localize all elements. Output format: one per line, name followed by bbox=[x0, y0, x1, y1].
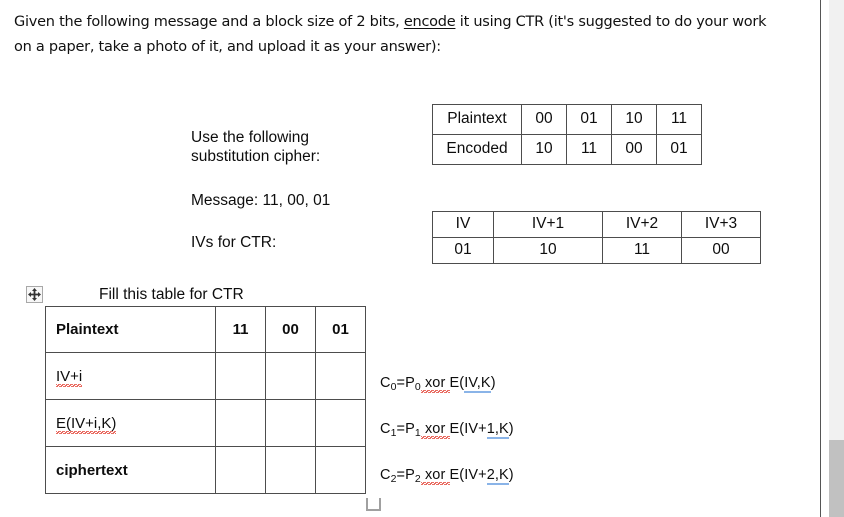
prompt-line-2: on a paper, take a photo of it, and uplo… bbox=[14, 39, 441, 55]
table-row: 01 10 11 00 bbox=[432, 237, 761, 264]
subst-plaintext-3: 11 bbox=[656, 104, 702, 135]
formula-1-p-sub: 1 bbox=[414, 427, 421, 439]
answer-cell-iv-1[interactable] bbox=[265, 352, 316, 400]
formula-2-eq: =P bbox=[396, 467, 415, 483]
formula-0-eq: =P bbox=[396, 375, 415, 391]
formula-0-p-sub: 0 bbox=[414, 381, 421, 393]
iv-value-0: 01 bbox=[432, 237, 494, 264]
formula-2-p-sub: 2 bbox=[414, 473, 421, 485]
formula-1-eq: =P bbox=[396, 421, 415, 437]
answer-row-label-encrypt: E(IV+i,K) bbox=[45, 399, 216, 447]
table-row: Plaintext 11 00 01 bbox=[45, 306, 366, 353]
formula-0-op: xor bbox=[420, 375, 450, 393]
vertical-scrollbar-track[interactable] bbox=[829, 0, 844, 517]
formula-1-op: xor bbox=[420, 421, 450, 439]
iv-header-1: IV+1 bbox=[493, 211, 603, 238]
page-right-border bbox=[820, 0, 821, 517]
move-four-way-arrow-icon[interactable] bbox=[26, 286, 43, 303]
subst-plaintext-0: 00 bbox=[521, 104, 567, 135]
instruction-ivs: IVs for CTR: bbox=[191, 234, 277, 251]
subst-plaintext-1: 01 bbox=[566, 104, 612, 135]
answer-cell-enc-1[interactable] bbox=[265, 399, 316, 447]
answer-cell-iv-0[interactable] bbox=[215, 352, 266, 400]
instruction-message: Message: 11, 00, 01 bbox=[191, 192, 331, 209]
answer-cell-enc-2[interactable] bbox=[315, 399, 366, 447]
formula-1-fn-close: ) bbox=[508, 421, 514, 437]
formula-1-lead-sub: 1 bbox=[390, 427, 397, 439]
answer-header-label: Plaintext bbox=[45, 306, 216, 353]
formula-0-fn-close: ) bbox=[490, 375, 496, 391]
formula-2-lead-sub: 2 bbox=[390, 473, 397, 485]
ctr-answer-table[interactable]: Plaintext 11 00 01 IV+i E(IV+i,K) cipher… bbox=[45, 306, 366, 494]
table-row: Plaintext 00 01 10 11 bbox=[432, 104, 702, 135]
subst-encoded-3: 01 bbox=[656, 134, 702, 165]
formula-2-arg-plain: IV+ bbox=[464, 467, 487, 483]
instruction-substitution-cipher: Use the following substitution cipher: bbox=[191, 129, 321, 165]
answer-cell-enc-0[interactable] bbox=[215, 399, 266, 447]
formula-1-fn-open: E( bbox=[449, 421, 465, 437]
formula-c1: C1=P1 xor E(IV+1,K) bbox=[380, 421, 514, 439]
table-row: E(IV+i,K) bbox=[45, 399, 366, 447]
iv-counter-table: IV IV+1 IV+2 IV+3 01 10 11 00 bbox=[432, 211, 761, 264]
formula-1-arg-plain: IV+ bbox=[464, 421, 487, 437]
table-row: IV+i bbox=[45, 352, 366, 400]
formula-2-lead: C bbox=[380, 467, 391, 483]
answer-row-label-iv-plus-i-text: IV+i bbox=[56, 367, 83, 387]
formula-1-arg: 1,K bbox=[486, 421, 509, 439]
iv-value-2: 11 bbox=[602, 237, 682, 264]
subst-plaintext-2: 10 bbox=[611, 104, 657, 135]
iv-header-3: IV+3 bbox=[681, 211, 761, 238]
formula-2-fn-close: ) bbox=[508, 467, 514, 483]
formula-c0: C0=P0 xor E(IV,K) bbox=[380, 375, 496, 393]
answer-header-value-2: 01 bbox=[315, 306, 366, 353]
prompt-emphasis-encode: encode bbox=[403, 14, 456, 30]
formula-0-lead: C bbox=[380, 375, 391, 391]
iv-value-1: 10 bbox=[493, 237, 603, 264]
subst-encoded-1: 11 bbox=[566, 134, 612, 165]
table-row: IV IV+1 IV+2 IV+3 bbox=[432, 211, 761, 238]
prompt-text-before: Given the following message and a block … bbox=[14, 14, 404, 30]
answer-header-value-0: 11 bbox=[215, 306, 266, 353]
vertical-scrollbar-thumb[interactable] bbox=[829, 440, 844, 517]
substitution-cipher-table: Plaintext 00 01 10 11 Encoded 10 11 00 0… bbox=[432, 104, 702, 165]
iv-header-0: IV bbox=[432, 211, 494, 238]
answer-cell-cipher-0[interactable] bbox=[215, 446, 266, 494]
answer-cell-iv-2[interactable] bbox=[315, 352, 366, 400]
answer-cell-cipher-1[interactable] bbox=[265, 446, 316, 494]
subst-encoded-2: 00 bbox=[611, 134, 657, 165]
answer-row-label-iv-plus-i: IV+i bbox=[45, 352, 216, 400]
formula-0-lead-sub: 0 bbox=[390, 381, 397, 393]
answer-header-value-1: 00 bbox=[265, 306, 316, 353]
formula-0-fn-open: E( bbox=[449, 375, 465, 391]
formula-c2: C2=P2 xor E(IV+2,K) bbox=[380, 467, 514, 485]
iv-header-2: IV+2 bbox=[602, 211, 682, 238]
table-row: ciphertext bbox=[45, 446, 366, 494]
formula-1-lead: C bbox=[380, 421, 391, 437]
prompt-text-after: it using CTR (it's suggested to do your … bbox=[455, 14, 767, 30]
answer-table-caption: Fill this table for CTR bbox=[99, 286, 244, 303]
formula-2-fn-open: E( bbox=[449, 467, 465, 483]
subst-encoded-0: 10 bbox=[521, 134, 567, 165]
question-prompt: Given the following message and a block … bbox=[14, 10, 774, 60]
table-resize-handle-icon[interactable] bbox=[366, 498, 381, 511]
table-row: Encoded 10 11 00 01 bbox=[432, 134, 702, 165]
subst-row-label-plaintext: Plaintext bbox=[432, 104, 522, 135]
subst-row-label-encoded: Encoded bbox=[432, 134, 522, 165]
answer-row-label-ciphertext: ciphertext bbox=[45, 446, 216, 494]
answer-row-label-encrypt-text: E(IV+i,K) bbox=[56, 414, 117, 434]
formula-0-arg: IV,K bbox=[464, 375, 491, 393]
iv-value-3: 00 bbox=[681, 237, 761, 264]
formula-2-arg: 2,K bbox=[486, 467, 509, 485]
formula-2-op: xor bbox=[420, 467, 450, 485]
answer-cell-cipher-2[interactable] bbox=[315, 446, 366, 494]
